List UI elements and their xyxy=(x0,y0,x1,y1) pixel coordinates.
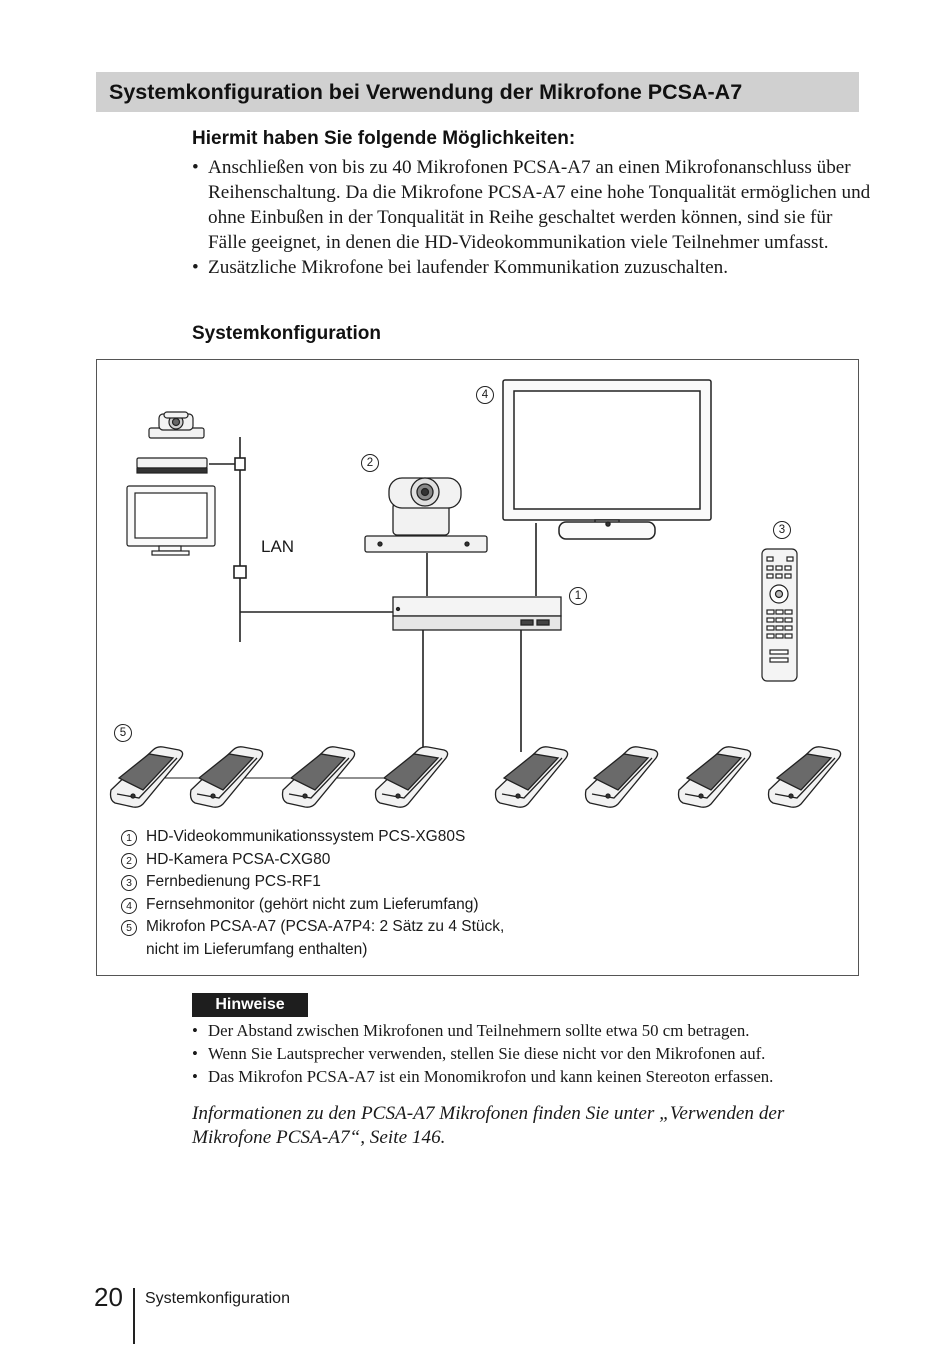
hd-camera-icon xyxy=(364,477,488,553)
section-title: Systemkonfiguration bei Verwendung der M… xyxy=(96,72,859,112)
callout-2: 2 xyxy=(361,454,379,472)
microphone-icon xyxy=(281,746,356,808)
legend-item: 2 HD-Kamera PCSA-CXG80 xyxy=(121,849,504,872)
legend-text: Fernsehmonitor (gehört nicht zum Lieferu… xyxy=(146,895,479,913)
legend-item: 1 HD-Videokommunikationssystem PCS-XG80S xyxy=(121,826,504,849)
list-item: •Zusätzliche Mikrofone bei laufender Kom… xyxy=(192,257,729,278)
tv-monitor-icon xyxy=(502,379,712,540)
remote-control-icon xyxy=(761,548,798,682)
legend-text: Mikrofon PCSA-A7 (PCSA-A7P4: 2 Sätz zu 4… xyxy=(146,918,505,935)
legend-number: 1 xyxy=(121,830,137,847)
notes-badge: Hinweise xyxy=(192,993,308,1017)
list-item: •Anschließen von bis zu 40 Mikrofonen PC… xyxy=(192,157,871,253)
legend-number: 3 xyxy=(121,875,137,892)
remote-camera-icon xyxy=(148,411,205,439)
microphone-icon xyxy=(494,746,569,808)
microphone-icon xyxy=(677,746,752,808)
legend-item: 4 Fernsehmonitor (gehört nicht zum Liefer… xyxy=(121,894,504,917)
microphone-icon xyxy=(584,746,659,808)
callout-4: 4 xyxy=(476,386,494,404)
list-item: •Der Abstand zwischen Mikrofonen und Tei… xyxy=(192,1021,750,1040)
legend-item: nicht im Lieferumfang enthalten) xyxy=(121,939,504,962)
legend-text: HD-Kamera PCSA-CXG80 xyxy=(146,850,331,868)
callout-5: 5 xyxy=(114,724,132,742)
remote-codec-icon xyxy=(136,457,208,474)
info-reference: Informationen zu den PCSA-A7 Mikrofonen … xyxy=(192,1102,872,1150)
note-text: Das Mikrofon PCSA-A7 ist ein Monomikrofo… xyxy=(208,1067,774,1086)
info-line: Mikrofone PCSA-A7“, Seite 146. xyxy=(192,1127,446,1148)
microphone-icon xyxy=(109,746,184,808)
option-text: Anschließen von bis zu 40 Mikrofonen PCS… xyxy=(208,157,871,253)
note-text: Der Abstand zwischen Mikrofonen und Teil… xyxy=(208,1021,750,1040)
diagram-drawing xyxy=(109,379,842,808)
footer-section: Systemkonfiguration xyxy=(145,1290,290,1307)
config-heading: Systemkonfiguration xyxy=(192,323,381,344)
lan-label: LAN xyxy=(261,537,295,556)
page-number: 20 xyxy=(94,1282,123,1312)
list-item: •Das Mikrofon PCSA-A7 ist ein Monomikrof… xyxy=(192,1067,774,1086)
list-item: •Wenn Sie Lautsprecher verwenden, stelle… xyxy=(192,1044,766,1063)
legend-number: 5 xyxy=(121,920,137,937)
callout-1: 1 xyxy=(569,587,587,605)
options-heading: Hiermit haben Sie folgende Möglichkeiten… xyxy=(192,128,576,149)
legend-number: 4 xyxy=(121,897,137,914)
notes-list: •Der Abstand zwischen Mikrofonen und Tei… xyxy=(192,1019,872,1088)
options-list: •Anschließen von bis zu 40 Mikrofonen PC… xyxy=(192,155,872,280)
legend-item: 3 Fernbedienung PCS-RF1 xyxy=(121,871,504,894)
note-text: Wenn Sie Lautsprecher verwenden, stellen… xyxy=(208,1044,766,1063)
footer-divider xyxy=(133,1288,135,1344)
remote-monitor-icon xyxy=(126,485,216,556)
microphone-icon xyxy=(189,746,264,808)
callout-3: 3 xyxy=(773,521,791,539)
legend-number: 2 xyxy=(121,852,137,869)
legend-item: 5 Mikrofon PCSA-A7 (PCSA-A7P4: 2 Sätz zu … xyxy=(121,916,504,939)
microphone-icon xyxy=(374,746,449,808)
microphone-icon xyxy=(767,746,842,808)
option-text: Zusätzliche Mikrofone bei laufender Komm… xyxy=(208,257,729,278)
legend-text: nicht im Lieferumfang enthalten) xyxy=(146,940,368,958)
microphone-row xyxy=(109,746,842,808)
info-line: Informationen zu den PCSA-A7 Mikrofonen … xyxy=(192,1103,785,1124)
codec-unit-icon xyxy=(392,596,562,631)
legend-text: Fernbedienung PCS-RF1 xyxy=(146,873,321,890)
legend-text: HD-Videokommunikationssystem PCS-XG80S xyxy=(146,828,466,845)
